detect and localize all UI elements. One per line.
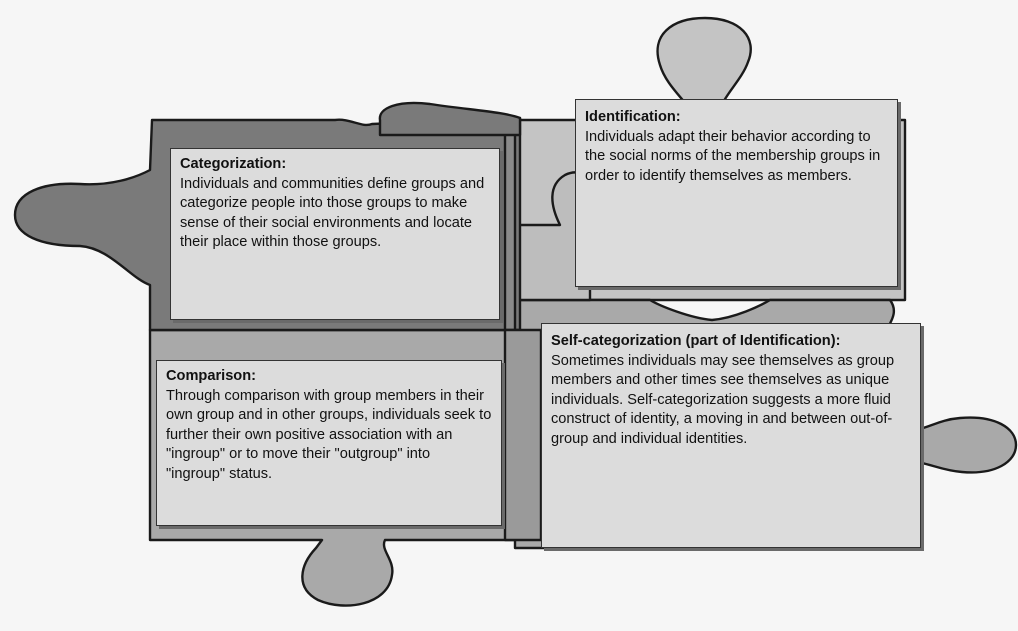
comparison-text: Through comparison with group members in…: [166, 387, 492, 482]
categorization-title: Categorization:: [180, 156, 287, 172]
identification-box: Identification: Individuals adapt their …: [575, 99, 898, 287]
identification-text: Individuals adapt their behavior accordi…: [585, 128, 881, 184]
categorization-box: Categorization: Individuals and communit…: [170, 148, 500, 320]
categorization-text: Individuals and communities define group…: [180, 175, 485, 251]
self-categorization-text: Sometimes individuals may see themselves…: [551, 352, 895, 447]
comparison-box: Comparison: Through comparison with grou…: [156, 360, 502, 526]
puzzle-piece-center-lower: [503, 328, 543, 542]
identification-title: Identification:: [585, 109, 681, 125]
self-categorization-box: Self-categorization (part of Identificat…: [541, 323, 921, 548]
comparison-title: Comparison:: [166, 368, 256, 384]
puzzle-piece-top-bump: [378, 101, 522, 137]
self-categorization-title: Self-categorization (part of Identificat…: [551, 333, 841, 349]
